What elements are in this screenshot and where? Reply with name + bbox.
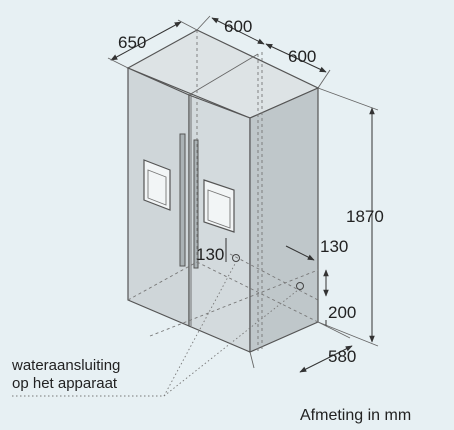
fridge-side-face (249, 87, 319, 353)
left-handle (179, 133, 186, 267)
leader-line-right (163, 289, 299, 397)
label-width-top: 600 (224, 17, 252, 36)
left-dispenser-recess (147, 169, 167, 206)
hidden-bottom-back (196, 261, 319, 323)
label-depth-bottom: 580 (328, 347, 356, 366)
dim-line-width-top (211, 17, 265, 45)
hidden-floor-line (149, 269, 319, 337)
dim-line-water-right (285, 245, 315, 261)
ext-line-depth-bottom-b (317, 321, 351, 339)
ext-line-width-a (196, 15, 211, 31)
water-connection-left (232, 254, 240, 262)
dim-line-depth-bottom (299, 345, 353, 373)
ext-line-depth-a (107, 57, 129, 69)
label-water-height: 200 (328, 303, 356, 322)
unit-note: Afmeting in mm (300, 407, 411, 424)
ext-line-depth-b (177, 19, 198, 31)
left-dispenser (143, 159, 171, 211)
top-gap-line (188, 53, 259, 96)
right-handle (193, 139, 199, 269)
ext-line-width-right (317, 69, 331, 89)
water-connection-right (296, 282, 304, 290)
hidden-bottom-left (127, 261, 198, 301)
ext-line-height-top (317, 87, 379, 111)
ext-line-height-bottom (317, 321, 379, 347)
caption-line-2: op het apparaat (12, 375, 118, 392)
label-depth-top: 650 (118, 33, 146, 52)
hidden-water-line (229, 253, 319, 301)
right-dispenser-recess (207, 189, 231, 229)
ext-line-depth-bottom-a (249, 351, 255, 369)
label-water-offset-left: 130 (196, 245, 224, 264)
caption-line-1: wateraansluiting (11, 357, 120, 374)
dim-line-depth-top (110, 21, 182, 61)
label-water-offset-right: 130 (320, 237, 348, 256)
label-width-right: 600 (288, 47, 316, 66)
leader-line-left (163, 261, 237, 397)
label-height: 1870 (346, 207, 384, 226)
right-dispenser (203, 179, 235, 233)
dim-line-width-right (265, 43, 327, 73)
